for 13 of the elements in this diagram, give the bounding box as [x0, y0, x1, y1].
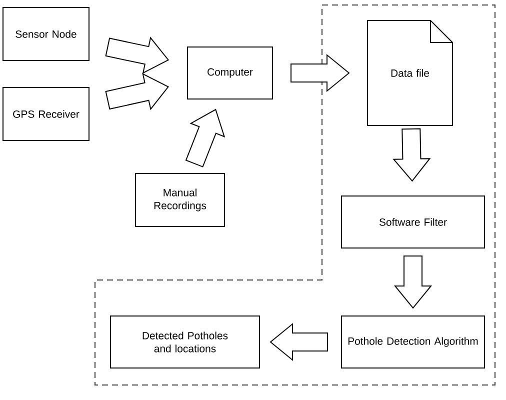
process-box: Software Filter	[341, 196, 485, 248]
block-arrow	[394, 256, 432, 309]
block-arrow	[105, 73, 170, 110]
process-box: GPS Receiver	[2, 87, 90, 141]
process-box: Pothole Detection Algorithm	[341, 316, 485, 368]
block-arrow	[290, 54, 350, 92]
process-box: Detected Potholes and locations	[110, 316, 260, 368]
process-box: Sensor Node	[2, 7, 90, 61]
block-arrow	[392, 128, 431, 182]
block-arrow	[105, 36, 170, 74]
process-box: Computer	[187, 46, 273, 100]
process-box: Manual Recordings	[135, 173, 225, 227]
block-arrow	[270, 322, 328, 362]
